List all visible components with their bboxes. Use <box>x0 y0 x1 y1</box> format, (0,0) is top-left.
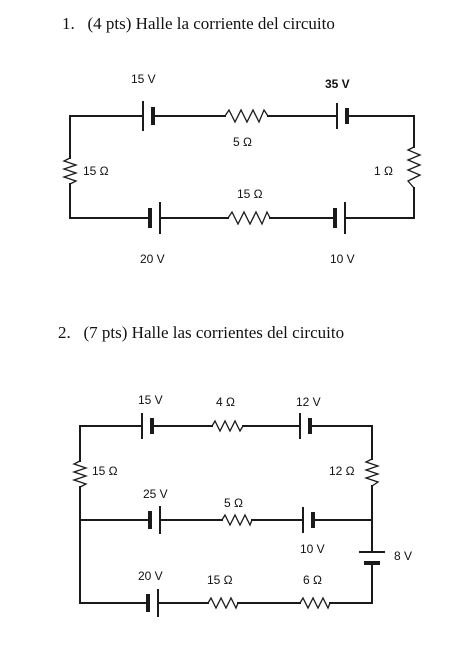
problem-2-points: (7 pts) <box>83 323 128 342</box>
label-resistor-15-ohm-left: 15 Ω <box>83 164 109 178</box>
label-battery-15v: 15 V <box>131 72 156 86</box>
label-battery-25v: 25 V <box>143 487 168 501</box>
battery-10v-bottom <box>333 202 346 234</box>
label-resistor-5-ohm-2: 5 Ω <box>224 496 243 510</box>
label-resistor-12-ohm: 12 Ω <box>329 464 355 478</box>
battery-20v-bottom <box>148 202 161 234</box>
circuit-1-wires <box>69 115 415 219</box>
resistor-15-ohm-bottom <box>227 210 271 226</box>
resistor-6-ohm-bottom <box>299 596 331 610</box>
battery-10v-middle <box>302 507 315 533</box>
circuit-2-wires <box>79 425 373 604</box>
label-resistor-4-ohm: 4 Ω <box>216 395 235 409</box>
battery-35v-top <box>336 103 349 129</box>
label-battery-12v: 12 V <box>296 395 321 409</box>
label-resistor-15-ohm-bottom-2: 15 Ω <box>207 573 233 587</box>
label-resistor-6-ohm: 6 Ω <box>303 573 322 587</box>
label-resistor-15-ohm-bottom: 15 Ω <box>237 187 263 201</box>
label-resistor-15-ohm-left-2: 15 Ω <box>92 464 118 478</box>
battery-8v-right <box>359 551 385 565</box>
label-battery-10v-2: 10 V <box>300 542 325 556</box>
label-resistor-5-ohm: 5 Ω <box>233 135 252 149</box>
battery-25v-middle <box>148 506 161 534</box>
problem-1-heading: 1. (4 pts) Halle la corriente del circui… <box>62 14 335 34</box>
battery-12v-top <box>299 413 312 439</box>
label-battery-35v: 35 V <box>325 77 350 91</box>
resistor-5-ohm-top <box>224 108 269 124</box>
label-battery-8v: 8 V <box>394 549 412 563</box>
resistor-15-ohm-left <box>61 157 79 185</box>
label-battery-15v-2: 15 V <box>138 393 163 407</box>
label-battery-20v-2: 20 V <box>138 569 163 583</box>
problem-1-points: (4 pts) <box>87 14 132 33</box>
resistor-4-ohm-top <box>211 419 244 433</box>
battery-15v-top <box>142 101 155 131</box>
resistor-15-ohm-bottom-2 <box>207 596 239 610</box>
problem-1-number: 1. <box>62 14 75 33</box>
problem-2-number: 2. <box>58 323 71 342</box>
problem-1-text: Halle la corriente del circuito <box>135 14 335 33</box>
resistor-12-ohm-right <box>363 458 381 487</box>
label-battery-20v: 20 V <box>140 252 165 266</box>
problem-2-heading: 2. (7 pts) Halle las corrientes del circ… <box>58 323 344 343</box>
label-battery-10v: 10 V <box>330 252 355 266</box>
resistor-5-ohm-middle <box>221 513 253 527</box>
circuit-2: 15 V 4 Ω 12 V 15 Ω 12 Ω 25 V 5 Ω 10 V 8 … <box>71 393 412 617</box>
resistor-15-ohm-left-2 <box>71 460 89 488</box>
label-resistor-1-ohm: 1 Ω <box>374 164 393 178</box>
battery-15v-top-2 <box>141 413 154 439</box>
battery-20v-bottom-2 <box>146 589 159 617</box>
resistor-1-ohm-right <box>406 146 422 189</box>
circuit-1: 15 V 35 V 5 Ω 15 Ω 1 Ω 15 Ω 20 V 10 V <box>61 72 422 266</box>
problem-2-text: Halle las corrientes del circuito <box>131 323 345 342</box>
